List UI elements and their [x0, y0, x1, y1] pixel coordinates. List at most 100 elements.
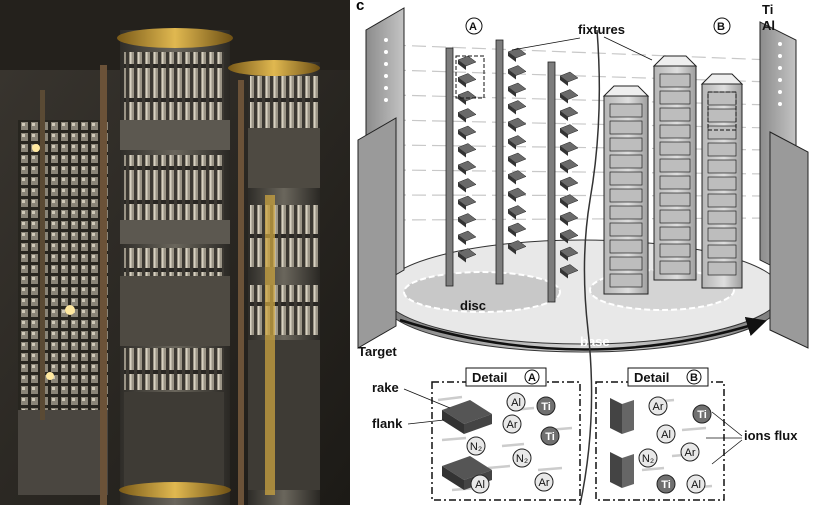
- ion-n-marker: [466, 436, 486, 456]
- fixture-cell: [659, 107, 691, 122]
- fixture-cell: [609, 154, 643, 169]
- ions-flux-label: ions flux: [744, 428, 798, 443]
- ion-label: Ar: [507, 419, 518, 431]
- fixture-cell: [659, 158, 691, 173]
- fixture-cell: [609, 239, 643, 254]
- insert-rods: [445, 39, 556, 303]
- insert: [457, 160, 477, 172]
- fixtures-label: fixtures: [578, 22, 625, 37]
- fixture-cell: [609, 222, 643, 237]
- insert-side: [458, 112, 466, 123]
- target-right: [759, 21, 809, 349]
- fixture-cell: [707, 193, 737, 208]
- fixture-cell: [707, 210, 737, 225]
- fixture-cell: [707, 125, 737, 140]
- fixture-cell: [707, 142, 737, 157]
- insert-side: [560, 181, 568, 191]
- rake-label: rake: [372, 380, 399, 395]
- disc-ring-left: [403, 271, 561, 313]
- fixture-cells: [609, 73, 737, 288]
- fixture-cell: [659, 209, 691, 224]
- insert-side: [458, 235, 466, 245]
- ion-label: Ar: [653, 401, 664, 413]
- ion-label: Ti: [545, 431, 555, 443]
- insert: [457, 55, 477, 67]
- fixture-cell: [609, 120, 643, 135]
- insert-side: [560, 198, 568, 209]
- ion-label: N₂: [642, 453, 654, 465]
- insert: [457, 143, 477, 154]
- coating-chamber-photo: [0, 0, 350, 505]
- insert-side: [458, 252, 466, 263]
- ion-label: N₂: [470, 441, 482, 453]
- svg-text:A: A: [469, 21, 477, 33]
- ion-al-marker: [656, 424, 676, 444]
- insert-side: [560, 163, 568, 174]
- fixture-cell: [707, 227, 737, 242]
- insert-side: [458, 77, 466, 88]
- disc-label: disc: [460, 298, 486, 313]
- fixture-cell: [659, 260, 691, 275]
- insert-side: [508, 174, 516, 185]
- insert-side: [458, 130, 466, 140]
- fixture-cell: [707, 159, 737, 174]
- insert-stacks: [457, 47, 579, 279]
- ion-al-marker: [506, 392, 526, 412]
- fixture-cell: [659, 90, 691, 105]
- insert-side: [458, 147, 466, 158]
- detail-a-title: Detail: [472, 370, 507, 385]
- ion-label: N₂: [516, 453, 528, 465]
- insert: [457, 213, 477, 224]
- insert-side: [508, 192, 516, 202]
- insert-side: [560, 76, 568, 86]
- ion-label: Ar: [539, 477, 550, 489]
- fixture-cell: [659, 175, 691, 190]
- target-left: [357, 7, 405, 349]
- ion-label: Ti: [697, 409, 707, 421]
- svg-text:B: B: [717, 21, 725, 33]
- fixture-cell: [609, 273, 643, 288]
- fixture-cell: [707, 261, 737, 276]
- flank-label: flank: [372, 416, 403, 431]
- ion-al-marker: [686, 474, 706, 494]
- fixture-cell: [707, 108, 737, 123]
- fixture-cell: [609, 256, 643, 271]
- base-label: base: [580, 334, 610, 349]
- insert-side: [508, 122, 516, 132]
- fixture-cell: [659, 141, 691, 156]
- ion-n-marker: [512, 448, 532, 468]
- insert-side-2: [610, 452, 634, 488]
- ion-ar-marker: [502, 414, 522, 434]
- fixture-cell: [609, 205, 643, 220]
- insert-side: [560, 251, 568, 261]
- insert: [457, 73, 477, 84]
- insert-side: [458, 217, 466, 228]
- marker-a: A: [455, 17, 485, 99]
- fixture-cell: [609, 137, 643, 152]
- insert-side-1: [610, 398, 634, 434]
- ion-ti-marker: [692, 404, 712, 424]
- insert-rake-flank: [442, 400, 492, 434]
- insert-side: [560, 93, 568, 104]
- insert-side: [560, 216, 568, 226]
- marker-b: B: [707, 17, 737, 131]
- insert-side: [508, 139, 516, 150]
- ion-label: Ti: [661, 479, 671, 491]
- ion-ar-marker: [680, 442, 700, 462]
- fixture-cell: [707, 176, 737, 191]
- ion-ar-marker: [534, 472, 554, 492]
- ti-label: Ti: [762, 2, 773, 17]
- svg-text:A: A: [528, 372, 536, 384]
- insert-side: [458, 182, 466, 193]
- fixture-cell: [707, 244, 737, 259]
- fixture-cell: [659, 124, 691, 139]
- ion-label: Al: [661, 429, 671, 441]
- insert-side: [508, 87, 516, 97]
- fixture-cell: [609, 103, 643, 118]
- ion-ti-marker: [540, 426, 560, 446]
- insert-side: [508, 244, 516, 255]
- panel-letter: c: [356, 0, 364, 14]
- ion-label: Al: [475, 479, 485, 491]
- fixture-cell: [609, 171, 643, 186]
- insert-side: [560, 233, 568, 244]
